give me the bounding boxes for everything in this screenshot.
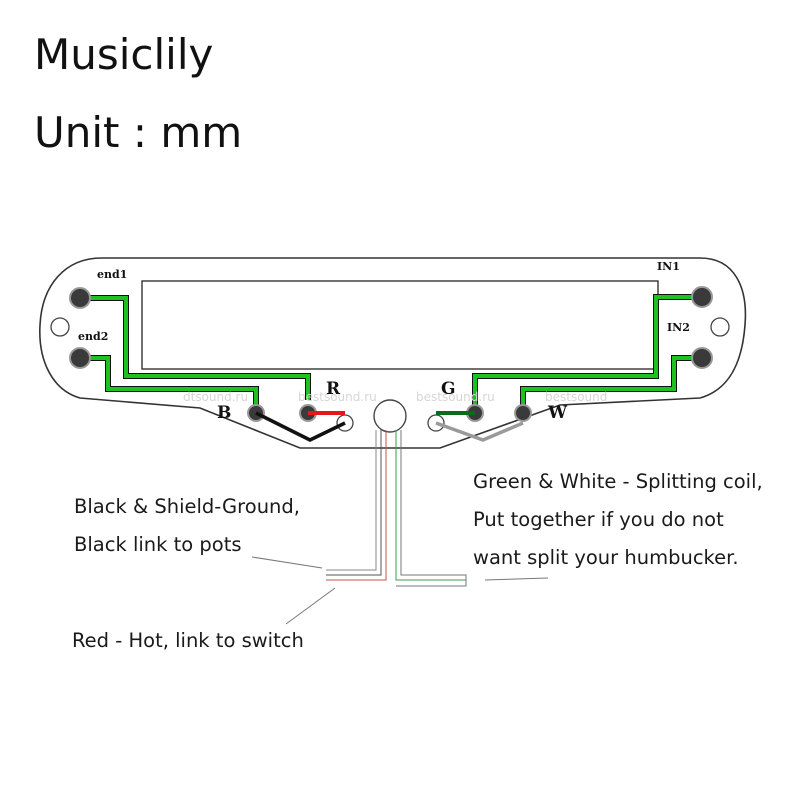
brand-title: Musiclily	[34, 30, 214, 79]
note-black: Black & Shield-Ground, Black link to pot…	[74, 488, 300, 564]
pad-end1	[69, 287, 91, 309]
pad-in2	[691, 347, 713, 369]
mounting-hole-right	[710, 317, 730, 337]
label-in2: IN2	[667, 321, 690, 334]
label-end2: end2	[78, 330, 108, 343]
pad-w	[514, 404, 532, 422]
label-w: W	[547, 403, 568, 423]
note-green-white-line3: want split your humbucker.	[473, 546, 739, 569]
watermark: bestsound	[545, 390, 607, 404]
label-in1: IN1	[657, 260, 680, 273]
leader-green-white	[484, 577, 549, 581]
note-green-white-line1: Green & White - Splitting coil,	[473, 470, 763, 493]
pad-end2	[69, 347, 91, 369]
watermark: bestsound.ru	[416, 390, 495, 404]
black-wire	[255, 411, 346, 442]
note-green-white: Green & White - Splitting coil, Put toge…	[473, 463, 763, 577]
note-green-white-line2: Put together if you do not	[473, 508, 724, 531]
lead-shield	[326, 430, 382, 576]
lead-shield-inner	[326, 430, 377, 571]
coil-bobbin	[141, 280, 659, 370]
cable-exit	[373, 399, 407, 433]
watermark: dtsound.ru	[183, 390, 248, 404]
watermark: bestsound.ru	[298, 390, 377, 404]
lead-red	[326, 430, 387, 581]
label-r: R	[326, 379, 341, 399]
label-end1: end1	[97, 268, 127, 281]
note-red-line: Red - Hot, link to switch	[72, 629, 304, 652]
leader-black	[251, 556, 323, 569]
lead-green	[395, 430, 466, 581]
label-b: B	[217, 403, 231, 423]
label-g: G	[441, 379, 456, 399]
white-wire	[435, 421, 524, 442]
pad-in1	[691, 286, 713, 308]
leader-red	[285, 587, 336, 625]
trace-end1-to-b	[80, 295, 311, 400]
trace-in2-to-w	[520, 355, 702, 410]
unit-label: Unit : mm	[34, 108, 243, 157]
lead-white	[396, 430, 467, 587]
trace-in1-to-g	[472, 294, 702, 410]
mounting-hole-left	[50, 317, 70, 337]
note-black-line1: Black & Shield-Ground,	[74, 495, 300, 518]
note-red: Red - Hot, link to switch	[72, 622, 304, 660]
trace-end2-to-r	[80, 355, 259, 412]
note-black-line2: Black link to pots	[74, 533, 242, 556]
